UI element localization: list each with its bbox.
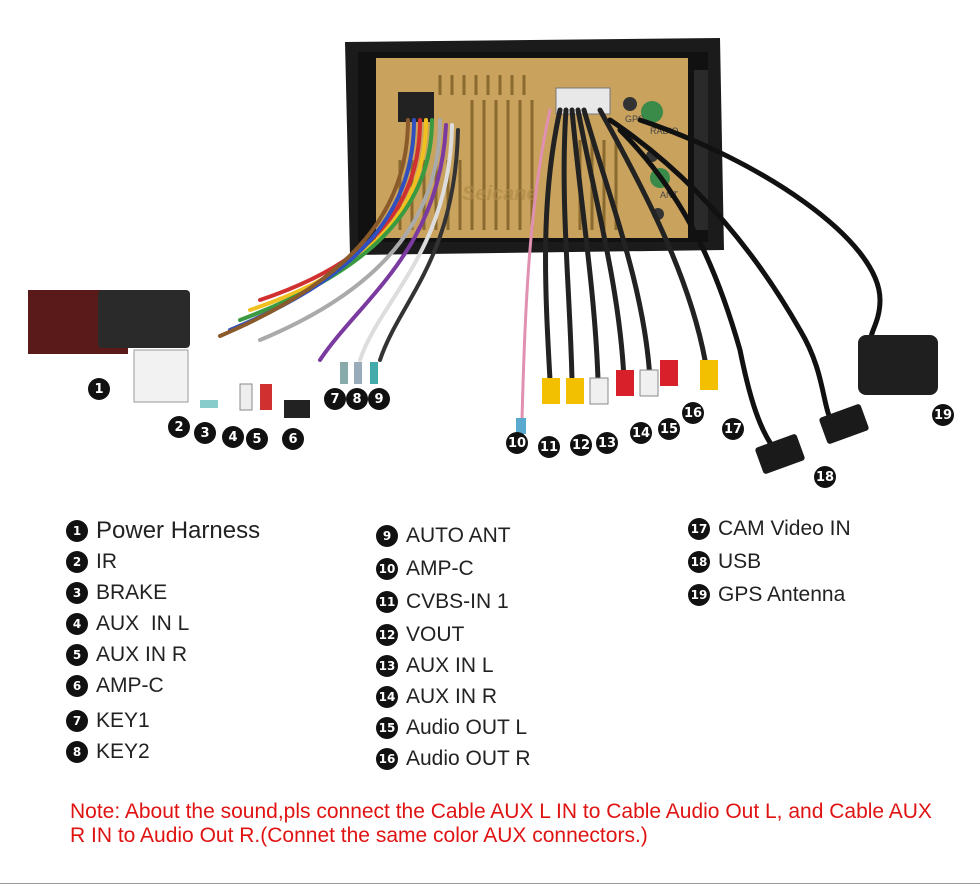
legend-number: 19 xyxy=(688,583,710,606)
callout-6: 6 xyxy=(282,428,304,450)
legend-label: IR xyxy=(96,549,117,573)
usb-port-2 xyxy=(755,434,805,474)
gps-socket xyxy=(641,101,663,123)
legend-col-3: 17 CAM Video IN 18 USB 19 GPS Antenna xyxy=(688,513,851,610)
legend-label: Audio OUT R xyxy=(406,746,531,770)
head-unit: GPS RADIO ANT Seicane xyxy=(345,38,724,255)
callout-16: 16 xyxy=(682,402,704,424)
gps-antenna xyxy=(858,335,938,395)
harness-white-plug xyxy=(133,349,189,403)
callout-2: 2 xyxy=(168,416,190,438)
callout-17: 17 xyxy=(722,418,744,440)
legend-number: 18 xyxy=(688,550,710,573)
callout-12: 12 xyxy=(570,434,592,456)
legend-item: 7 KEY1 xyxy=(66,705,260,736)
callout-19: 19 xyxy=(932,404,954,426)
legend-item: 1 Power Harness xyxy=(66,515,260,546)
device-label-ant: ANT xyxy=(660,190,679,200)
callout-15: 15 xyxy=(658,418,680,440)
legend-item: 13 AUX IN L xyxy=(376,650,531,681)
legend-item: 14 AUX IN R xyxy=(376,681,531,712)
legend-label: KEY1 xyxy=(96,708,150,732)
legend-label: AUX IN R xyxy=(406,684,498,708)
callout-5: 5 xyxy=(246,428,268,450)
legend-item: 5 AUX IN R xyxy=(66,639,260,670)
legend-label: AMP-C xyxy=(96,673,164,697)
legend-label: CAM Video IN xyxy=(718,516,851,540)
legend-item: 18 USB xyxy=(688,546,851,577)
legend-item: 10 AMP-C xyxy=(376,553,531,584)
callout-4: 4 xyxy=(222,426,244,448)
legend-label: AUX IN L xyxy=(406,653,494,677)
callout-9: 9 xyxy=(368,388,390,410)
device-label-gps: GPS xyxy=(625,114,644,124)
power-harness-wires xyxy=(218,118,460,362)
legend-label: VOUT xyxy=(406,622,465,646)
callout-7: 7 xyxy=(324,388,346,410)
legend-number: 1 xyxy=(66,519,88,542)
legend-label: Power Harness xyxy=(96,516,261,544)
legend-number: 13 xyxy=(376,654,398,677)
rca-plugs xyxy=(516,360,718,434)
usb-port-1 xyxy=(819,404,869,444)
legend-number: 4 xyxy=(66,612,88,635)
legend-number: 10 xyxy=(376,557,398,580)
harness-plug xyxy=(98,290,190,348)
legend-label: USB xyxy=(718,549,762,573)
left-rca-plugs xyxy=(200,362,378,418)
usb-cables xyxy=(607,117,883,453)
legend-number: 8 xyxy=(66,740,88,763)
callout-3: 3 xyxy=(194,422,216,444)
legend-item: 2 IR xyxy=(66,546,260,577)
rca-cables xyxy=(520,107,708,422)
legend-label: AUX IN L xyxy=(96,611,190,635)
legend-item: 11 CVBS-IN 1 xyxy=(376,586,531,617)
bottom-divider xyxy=(0,883,980,884)
callout-13: 13 xyxy=(596,432,618,454)
legend-label: AMP-C xyxy=(406,556,474,580)
legend-item: 8 KEY2 xyxy=(66,736,260,767)
legend-item: 3 BRAKE xyxy=(66,577,260,608)
legend-label: CVBS-IN 1 xyxy=(406,589,509,613)
legend-item: 17 CAM Video IN xyxy=(688,513,851,544)
callout-11: 11 xyxy=(538,436,560,458)
legend-col-1: 1 Power Harness 2 IR 3 BRAKE 4 AUX IN L 5 AUX… xyxy=(66,515,260,767)
legend-label: GPS Antenna xyxy=(718,582,846,606)
legend-number: 7 xyxy=(66,709,88,732)
legend-label: AUTO ANT xyxy=(406,523,511,547)
legend-item: 9 AUTO ANT xyxy=(376,520,531,551)
legend-number: 3 xyxy=(66,581,88,604)
legend-item: 4 AUX IN L xyxy=(66,608,260,639)
callout-18: 18 xyxy=(814,466,836,488)
legend-item: 16 Audio OUT R xyxy=(376,743,531,774)
legend-label: AUX IN R xyxy=(96,642,188,666)
legend-item: 19 GPS Antenna xyxy=(688,579,851,610)
legend-number: 9 xyxy=(376,524,398,547)
callout-8: 8 xyxy=(346,388,368,410)
legend-label: KEY2 xyxy=(96,739,150,763)
legend-label: Audio OUT L xyxy=(406,715,528,739)
callout-10: 10 xyxy=(506,432,528,454)
legend-item: 12 VOUT xyxy=(376,619,531,650)
connection-note: Note: About the sound,pls connect the Ca… xyxy=(70,800,932,847)
legend-number: 17 xyxy=(688,517,710,540)
watermark: Seicane xyxy=(462,183,538,205)
legend-item: 6 AMP-C xyxy=(66,670,260,701)
power-socket xyxy=(398,92,434,122)
legend-item: 15 Audio OUT L xyxy=(376,712,531,743)
legend-number: 15 xyxy=(376,716,398,739)
legend-number: 6 xyxy=(66,674,88,697)
legend-number: 11 xyxy=(376,590,398,613)
callout-1: 1 xyxy=(88,378,110,400)
legend-number: 14 xyxy=(376,685,398,708)
wiring-diagram: GPS RADIO ANT Seicane xyxy=(28,38,938,474)
legend-number: 12 xyxy=(376,623,398,646)
callout-14: 14 xyxy=(630,422,652,444)
legend-number: 2 xyxy=(66,550,88,573)
legend-number: 16 xyxy=(376,747,398,770)
legend-label: BRAKE xyxy=(96,580,168,604)
legend-number: 5 xyxy=(66,643,88,666)
